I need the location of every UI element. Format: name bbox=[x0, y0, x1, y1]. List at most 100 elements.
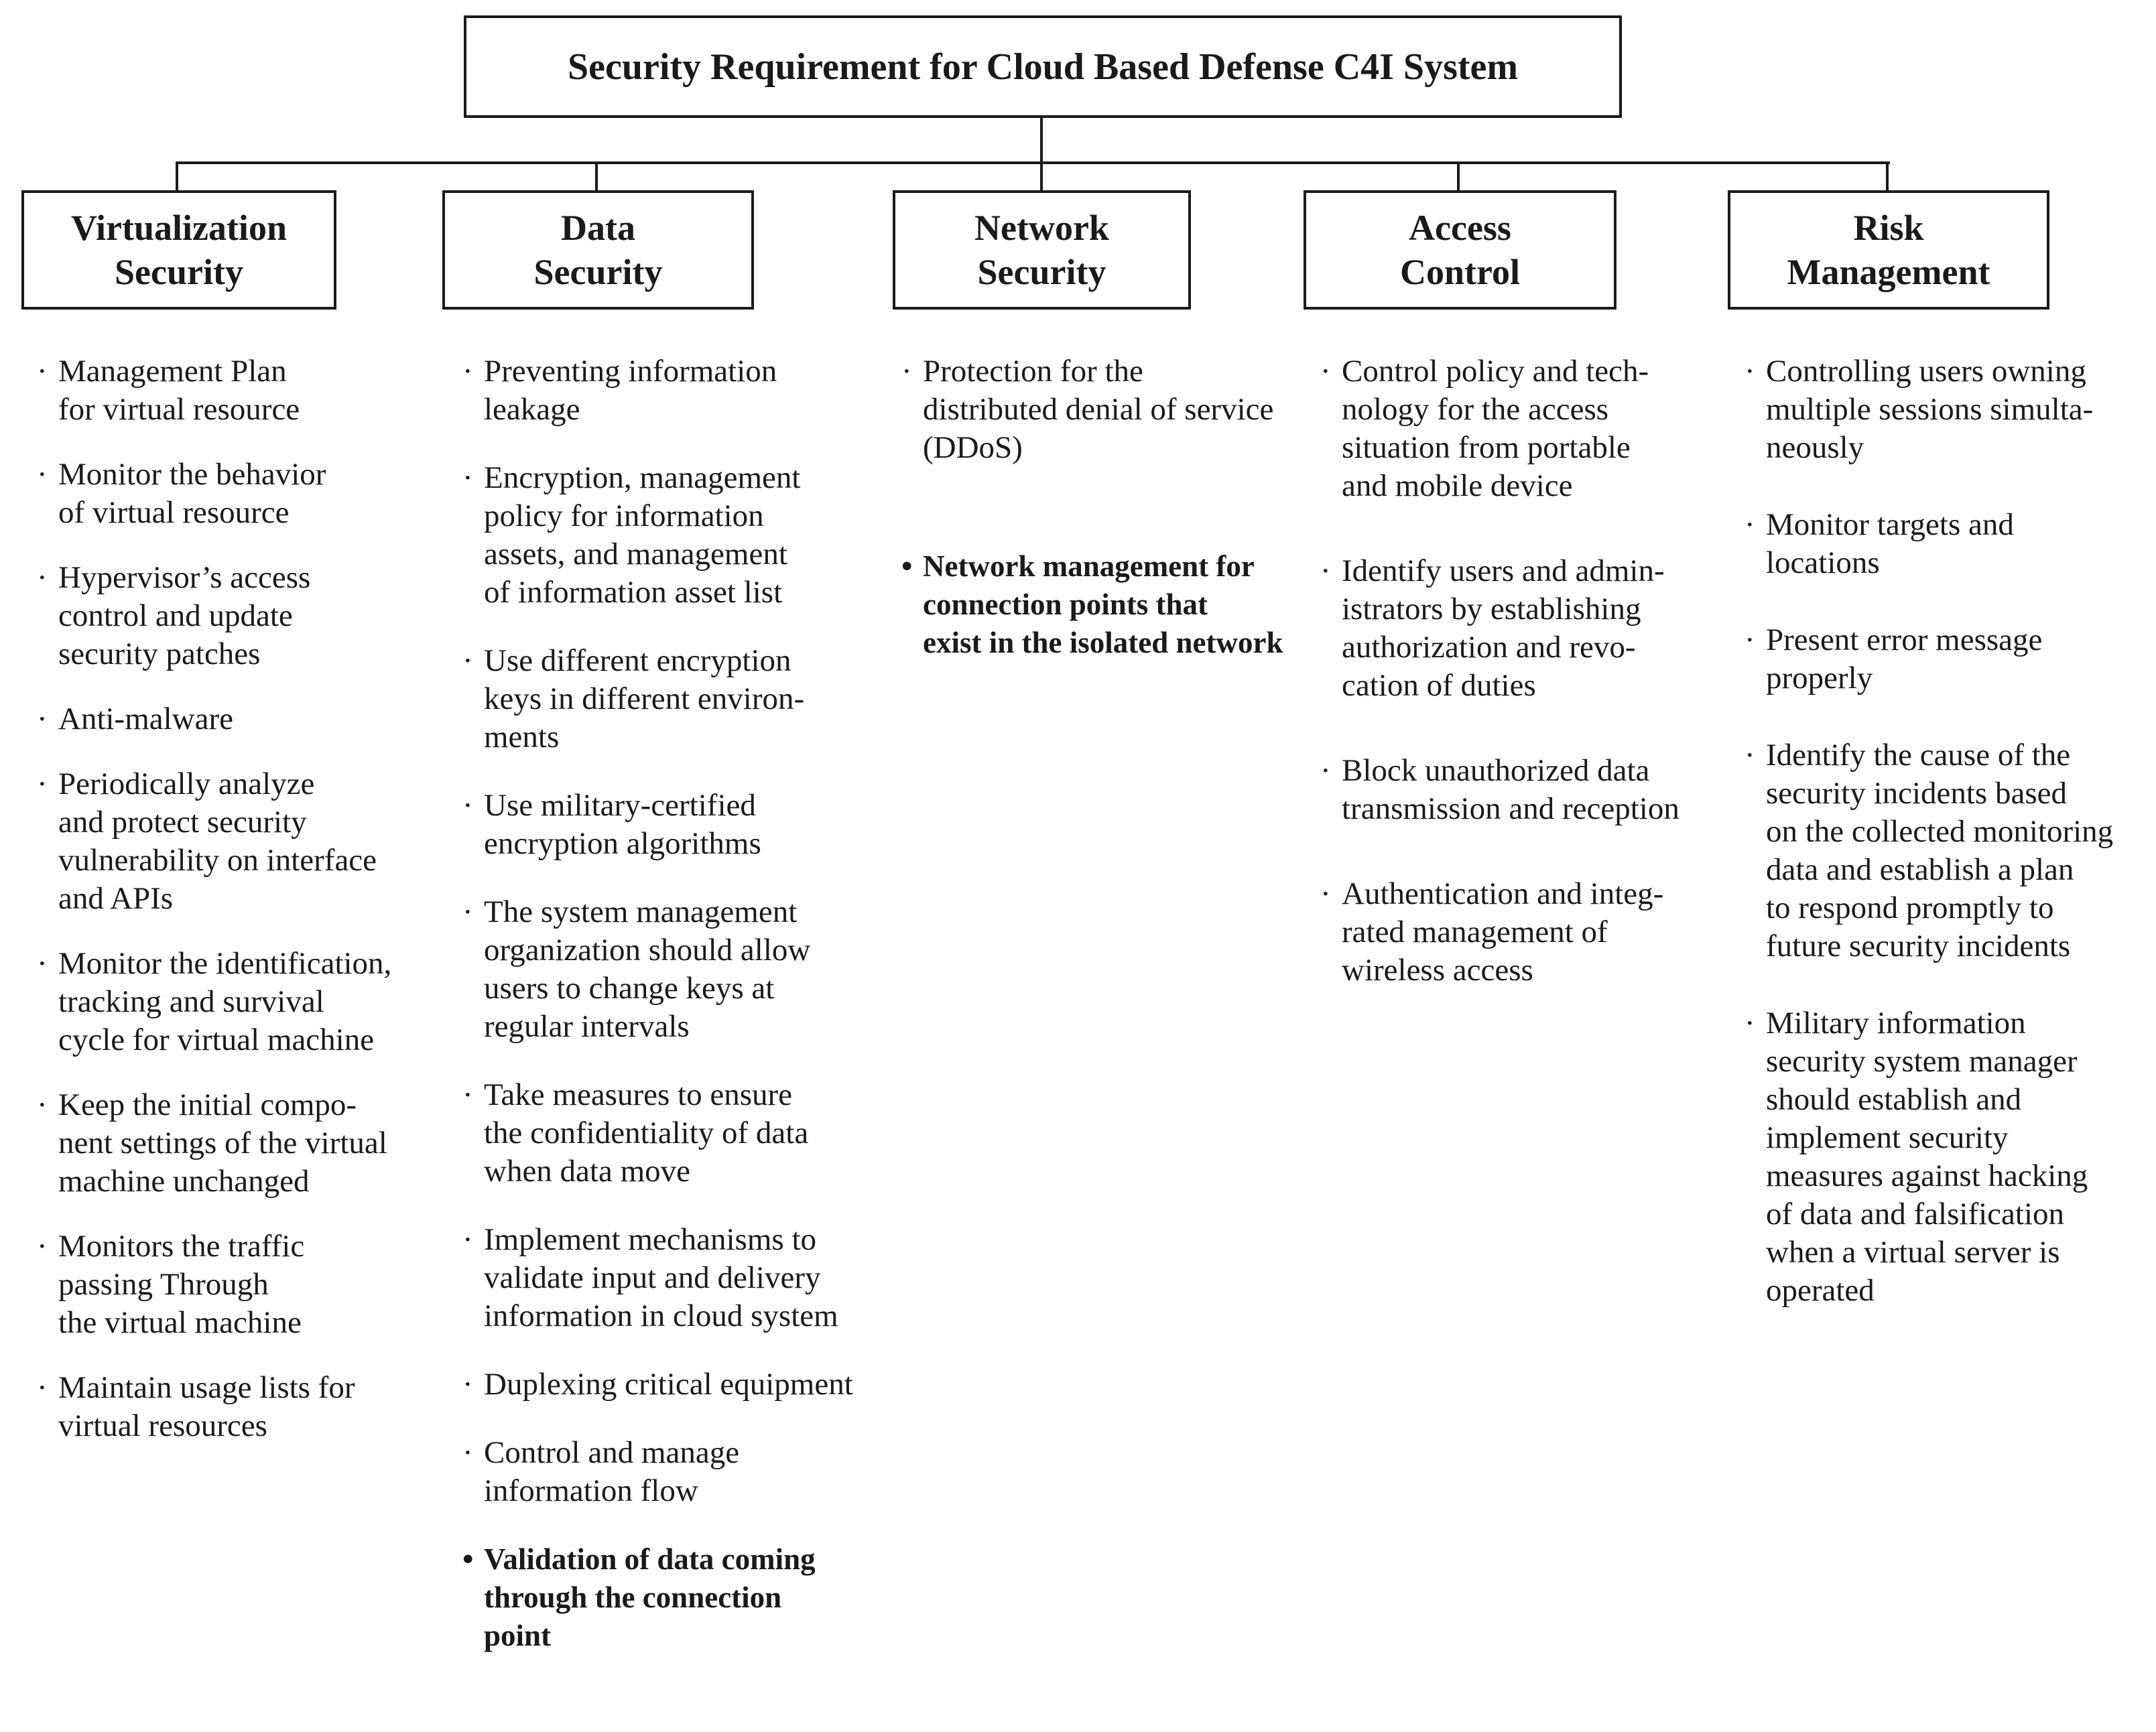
bullet-item: · Encryption, management policy for infor… bbox=[462, 459, 888, 612]
bullet-item: ·Present error message properly bbox=[1745, 621, 2143, 697]
bullet-marker: · bbox=[1320, 354, 1331, 389]
bullet-marker: · bbox=[462, 894, 473, 929]
category-title: Access Control bbox=[1399, 208, 1520, 292]
bullet-text: Monitors the traffic passing Through the… bbox=[58, 1229, 305, 1340]
bullet-marker: · bbox=[1320, 753, 1331, 788]
category-column-data-security: Data Security·Preventing information lea… bbox=[442, 190, 888, 1685]
bullet-item: · Protection for the distributed denial o… bbox=[901, 352, 1334, 467]
category-title: Virtualization Security bbox=[71, 208, 287, 292]
bullet-text: Protection for the distributed denial of… bbox=[923, 354, 1274, 465]
bullet-item: · Monitor targets and locations bbox=[1745, 506, 2143, 582]
bullet-marker: · bbox=[462, 1367, 473, 1402]
bullet-item: · Implement mechanisms to validate input … bbox=[462, 1221, 888, 1335]
bullet-marker: · bbox=[901, 354, 912, 389]
bullet-item: • Network management for connection point… bbox=[901, 547, 1334, 662]
bullet-text: Anti-malware bbox=[58, 702, 234, 736]
bullet-item: · Anti-malware bbox=[37, 700, 452, 738]
bullet-text: Monitor targets and locations bbox=[1766, 507, 2014, 580]
bullet-text: Management Plan for virtual resource bbox=[58, 354, 300, 427]
bullet-item: · Use military-certified encryption algor… bbox=[462, 787, 888, 863]
bullet-marker: · bbox=[462, 1077, 473, 1112]
bullet-marker: · bbox=[1320, 876, 1331, 911]
category-column-virtualization-security: Virtualization Security·Management Plan … bbox=[20, 190, 452, 1472]
connector-horizontal-line bbox=[176, 161, 1890, 164]
bullet-marker: · bbox=[1745, 1006, 1755, 1041]
bullet-item: • Validation of data coming through the c… bbox=[462, 1540, 888, 1655]
bullet-item: ·Authentication and integ- rated managem… bbox=[1320, 875, 1739, 990]
bullet-marker: · bbox=[462, 460, 473, 495]
bullet-text: Validation of data coming through the co… bbox=[484, 1542, 816, 1652]
bullet-list: · Protection for the distributed denial o… bbox=[891, 352, 1334, 662]
bullet-item: ·Preventing information leakage bbox=[462, 352, 888, 429]
bullet-text: Monitor the behavior of virtual resource bbox=[58, 457, 326, 530]
bullet-text: Block unauthorized data transmission and… bbox=[1342, 753, 1679, 826]
bullet-item: ·Monitor the identification, tracking an… bbox=[37, 945, 452, 1059]
bullet-list: ·Management Plan for virtual resource·Mo… bbox=[20, 352, 452, 1445]
bullet-item: ·Control and manage information flow bbox=[462, 1434, 888, 1510]
connector-stub-data bbox=[595, 161, 598, 192]
bullet-marker: · bbox=[462, 643, 473, 678]
bullet-text: Keep the initial compo- nent settings of… bbox=[58, 1087, 387, 1199]
bullet-text: Use military-certified encryption algori… bbox=[484, 788, 761, 861]
root-title-box: Security Requirement for Cloud Based Def… bbox=[464, 15, 1622, 118]
bullet-marker: · bbox=[462, 1222, 473, 1257]
connector-stub-risk bbox=[1886, 161, 1889, 192]
bullet-item: ·Controlling users owning multiple sessi… bbox=[1745, 352, 2143, 467]
bullet-text: Take measures to ensure the confidential… bbox=[484, 1077, 809, 1189]
bullet-marker: • bbox=[901, 549, 913, 584]
bullet-text: Encryption, management policy for inform… bbox=[484, 460, 801, 610]
bullet-item: ·Management Plan for virtual resource bbox=[37, 352, 452, 429]
bullet-text: Monitor the identification, tracking and… bbox=[58, 946, 392, 1057]
bullet-item: ·Identify users and admin- istrators by … bbox=[1320, 552, 1739, 705]
bullet-item: · Identify the cause of the security inci… bbox=[1745, 736, 2143, 965]
bullet-item: · Maintain usage lists for virtual resour… bbox=[37, 1369, 452, 1445]
connector-stub-access bbox=[1457, 161, 1460, 192]
bullet-item: ·Monitor the behavior of virtual resourc… bbox=[37, 456, 452, 532]
category-box-access-control: Access Control bbox=[1304, 190, 1616, 310]
diagram-title: Security Requirement for Cloud Based Def… bbox=[567, 46, 1519, 88]
category-column-network-security: Network Security · Protection for the dist… bbox=[891, 190, 1334, 742]
connector-stem bbox=[1040, 117, 1043, 190]
bullet-text: Network management for connection points… bbox=[923, 549, 1283, 659]
bullet-item: ·Hypervisor’s access control and update … bbox=[37, 559, 452, 673]
bullet-item: ·Control policy and tech- nology for the… bbox=[1320, 352, 1739, 505]
bullet-text: Implement mechanisms to validate input a… bbox=[484, 1222, 838, 1333]
bullet-list: ·Controlling users owning multiple sessi… bbox=[1728, 352, 2143, 1310]
bullet-marker: • bbox=[462, 1542, 474, 1577]
category-column-access-control: Access Control ·Control policy and tech- … bbox=[1304, 190, 1739, 1037]
bullet-item: · Keep the initial compo- nent settings o… bbox=[37, 1086, 452, 1201]
bullet-marker: · bbox=[1745, 507, 1755, 542]
bullet-text: Periodically analyze and protect securit… bbox=[58, 767, 377, 916]
category-box-data-security: Data Security bbox=[442, 190, 754, 310]
category-column-risk-management: Risk Management ·Controlling users owning… bbox=[1728, 190, 2143, 1349]
category-title: Risk Management bbox=[1787, 208, 1990, 292]
bullet-marker: · bbox=[37, 702, 48, 736]
bullet-marker: · bbox=[37, 1370, 48, 1405]
category-title: Data Security bbox=[533, 208, 663, 292]
bullet-text: Maintain usage lists for virtual resourc… bbox=[58, 1370, 355, 1443]
bullet-text: The system management organization shoul… bbox=[484, 894, 811, 1044]
bullet-marker: · bbox=[1745, 354, 1755, 389]
bullet-text: Identify the cause of the security incid… bbox=[1766, 738, 2114, 963]
bullet-item: · The system management organization shou… bbox=[462, 893, 888, 1046]
bullet-item: · Duplexing critical equipment bbox=[462, 1365, 888, 1404]
bullet-marker: · bbox=[1745, 738, 1755, 773]
bullet-text: Control and manage information flow bbox=[484, 1435, 740, 1508]
bullet-item: · Block unauthorized data transmission an… bbox=[1320, 752, 1739, 828]
bullet-text: Duplexing critical equipment bbox=[484, 1367, 853, 1402]
bullet-text: Military information security system man… bbox=[1766, 1006, 2088, 1308]
category-box-risk-management: Risk Management bbox=[1728, 190, 2049, 310]
bullet-item: · Monitors the traffic passing Through th… bbox=[37, 1227, 452, 1342]
bullet-marker: · bbox=[37, 1229, 48, 1264]
bullet-item: · Take measures to ensure the confidentia… bbox=[462, 1076, 888, 1191]
bullet-marker: · bbox=[462, 788, 473, 823]
bullet-item: ·Use different encryption keys in differ… bbox=[462, 642, 888, 756]
bullet-list: ·Control policy and tech- nology for the… bbox=[1304, 352, 1739, 990]
bullet-marker: · bbox=[37, 1087, 48, 1122]
connector-stub-virtualization bbox=[176, 161, 178, 192]
category-title: Network Security bbox=[974, 208, 1109, 292]
bullet-item: · Military information security system ma… bbox=[1745, 1004, 2143, 1310]
bullet-text: Preventing information leakage bbox=[484, 354, 777, 427]
bullet-marker: · bbox=[1320, 553, 1331, 588]
